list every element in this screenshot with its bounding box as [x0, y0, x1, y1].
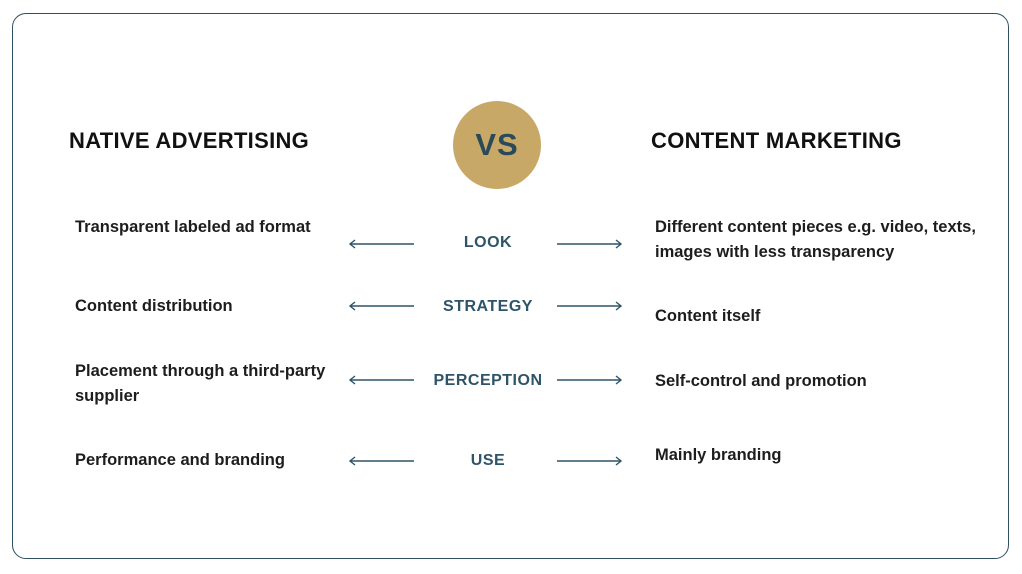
- right-arrow-icon: [557, 456, 623, 466]
- category-perception: PERCEPTION: [433, 372, 543, 389]
- vs-label: VS: [475, 127, 519, 162]
- right-arrow-icon: [557, 375, 623, 385]
- perception-left-text: Placement through a third-party supplier: [75, 362, 326, 405]
- vs-badge: VS: [453, 101, 541, 189]
- strategy-left-text: Content distribution: [75, 297, 233, 315]
- category-look: LOOK: [463, 234, 513, 251]
- strategy-right-text: Content itself: [655, 307, 761, 325]
- perception-right-text: Self-control and promotion: [655, 372, 867, 390]
- left-arrow-icon: [348, 301, 414, 311]
- look-right-text: Different content pieces e.g. video, tex…: [655, 218, 976, 261]
- use-right-text: Mainly branding: [655, 446, 782, 464]
- look-left-text: Transparent labeled ad format: [75, 218, 311, 236]
- right-arrow-icon: [557, 301, 623, 311]
- right-arrow-icon: [557, 239, 623, 249]
- use-left-text: Performance and branding: [75, 451, 285, 469]
- left-arrow-icon: [348, 375, 414, 385]
- left-arrow-icon: [348, 456, 414, 466]
- content-marketing-heading: CONTENT MARKETING: [651, 128, 902, 153]
- category-strategy: STRATEGY: [443, 298, 533, 315]
- native-advertising-heading: NATIVE ADVERTISING: [69, 128, 310, 153]
- left-arrow-icon: [348, 239, 414, 249]
- card-frame: [12, 13, 1009, 559]
- category-use: USE: [470, 452, 506, 469]
